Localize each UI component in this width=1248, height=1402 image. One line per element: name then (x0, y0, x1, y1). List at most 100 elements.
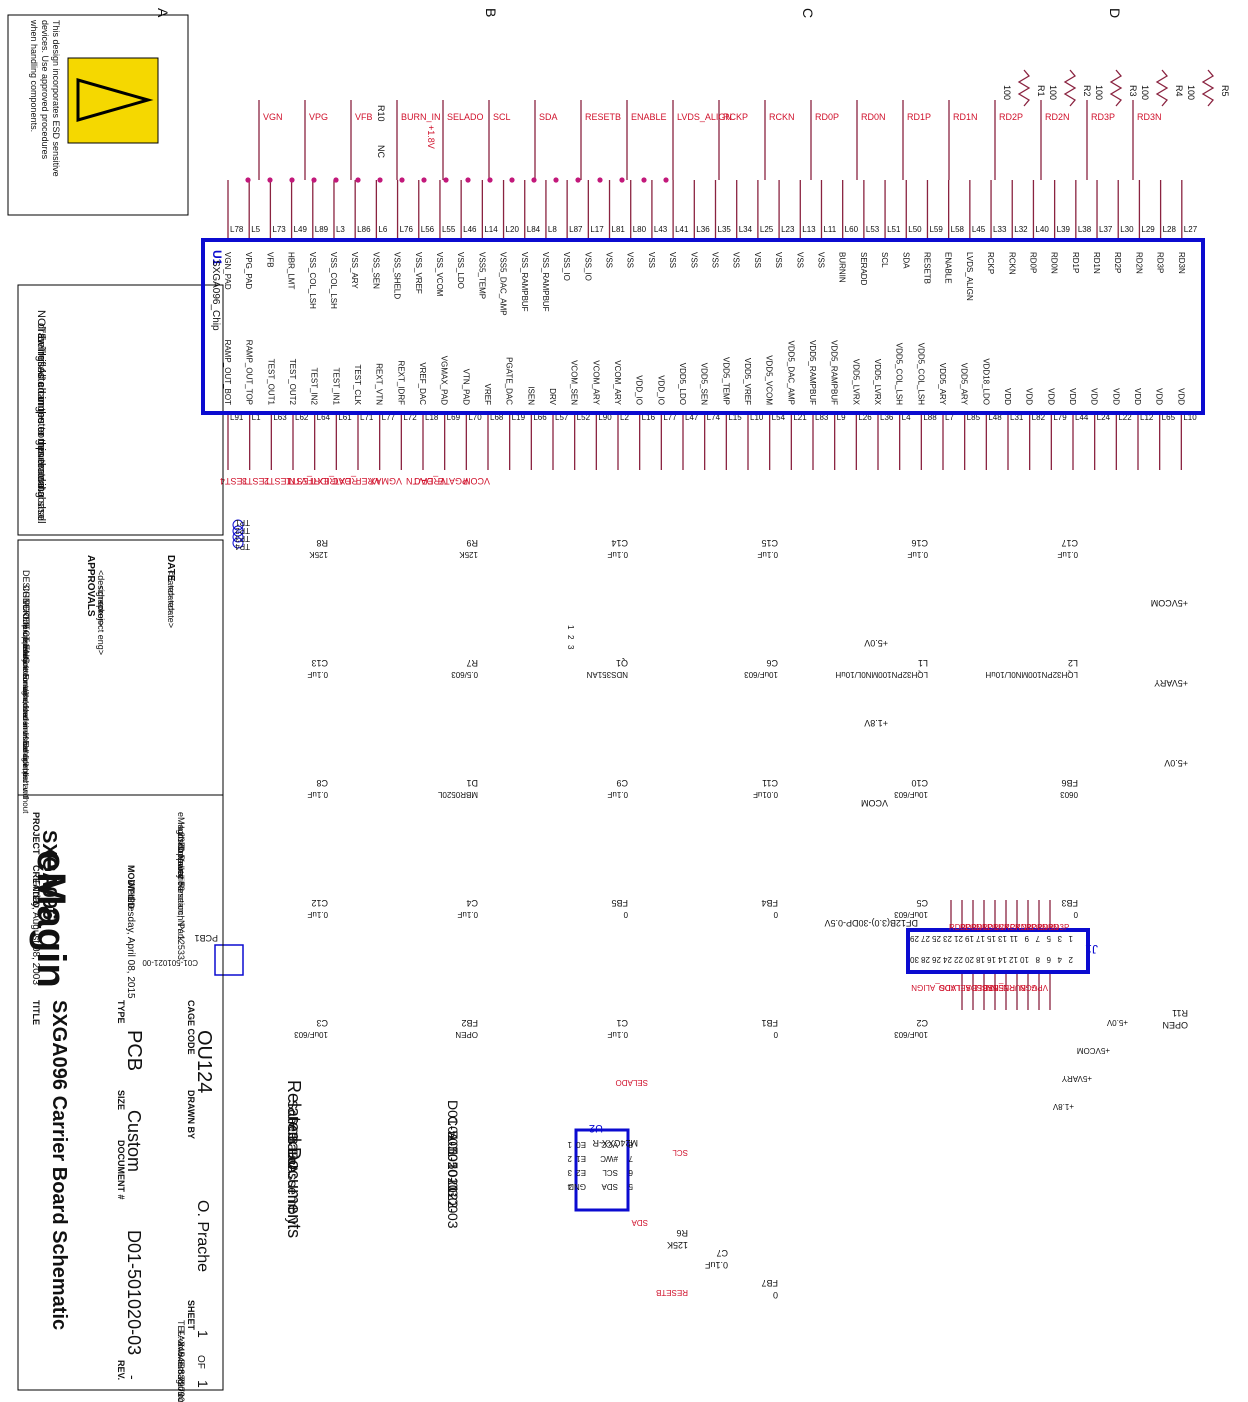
u1-top-pin-num: L81 (612, 225, 626, 234)
j1-even-pin: 12 (1009, 955, 1018, 964)
u2-right-pin: SDA (601, 1182, 618, 1191)
u1-bottom-pin-num: L64 (317, 413, 331, 422)
u1-bottom-pin-num: L48 (988, 413, 1002, 422)
u1-bottom-pin-num: L57 (555, 413, 569, 422)
u1-bottom-pin-num: L82 (1032, 413, 1046, 422)
u1-top-pin-num: L89 (315, 225, 329, 234)
approval-date-3: <date> (166, 600, 176, 628)
u1-top-pin-name: VSS_RAMPBUF (541, 252, 550, 312)
u1-top-pin-name: BURNIN (838, 252, 847, 283)
j1-even-pin: 2 (1068, 955, 1073, 964)
j1-right-net: RESETB (983, 983, 1015, 992)
u1-bottom-pin-name: VDD5_RAMPBUF (830, 340, 839, 405)
approvals-date-header: DATE (165, 555, 176, 582)
u1-top-pin-name: VSS5_DAC_AMP (499, 252, 508, 316)
modified-value: Wednesday, April 08, 2015 (125, 880, 136, 999)
junction-dot (465, 177, 471, 183)
contact-2: FAX: 845.838.7901 (176, 1330, 186, 1402)
u1-bottom-pin-num: L47 (685, 413, 699, 422)
u1-bottom-pin-name: VDD5_TEMP (721, 357, 730, 405)
bottom-net-label: TEST4 (220, 476, 248, 486)
bottom-net-label: VGMAX (369, 476, 402, 486)
u1-top-pin-name: VPG_PAD (244, 252, 253, 289)
part-value: 0.1uF (607, 790, 628, 799)
u1-bottom-pin-num: L70 (468, 413, 482, 422)
u1-top-pin-num: L51 (887, 225, 901, 234)
part-ref: C11 (762, 778, 778, 788)
j1-even-pin: 8 (1035, 955, 1040, 964)
parts-layer (214, 69, 1215, 1212)
junction-dot (333, 177, 339, 183)
u1-bottom-pin-num: L91 (230, 413, 244, 422)
u1-top-pin-name: SDA (901, 252, 910, 269)
u1-top-pin-name: VSS (711, 252, 720, 268)
esd-warning-icon (67, 57, 159, 144)
esd-note-2: devices. Use approved procedures (40, 20, 50, 160)
resistor-zigzag (1201, 69, 1215, 107)
u2-left-pin: GND (568, 1182, 586, 1191)
junction-dot (641, 177, 647, 183)
u1-top-pin-name: VSS_SEN (371, 252, 380, 289)
u1-bottom-pin-name: PGATE_DAC (505, 357, 514, 405)
rail-label: +5.0V (864, 638, 888, 648)
resistor-value: 100 (1094, 85, 1104, 100)
u2-left-pin: E2 (576, 1168, 586, 1177)
top-net-label: RD0P (815, 112, 839, 122)
bottom-net-label: TEST1 (286, 476, 314, 486)
approval-role-2: CHECKER (21, 585, 31, 630)
type-label: TYPE (116, 1000, 126, 1024)
top-net-label: RD2N (1045, 112, 1070, 122)
top-net-label: VFB (355, 112, 373, 122)
part-value: 0 (623, 910, 628, 919)
esd-note-1: This design incorporates ESD sensitive (51, 20, 61, 177)
u1-bottom-pin-name: VDD5_LDO (678, 363, 687, 405)
u1-top-pin-name: RD0N (1050, 252, 1059, 274)
u1-top-pin-name: RD2N (1134, 252, 1143, 274)
u2-right-pin: VCC (601, 1140, 618, 1149)
u1-top-pin-name: VSS (626, 252, 635, 268)
u1-bottom-pin-num: L66 (533, 413, 547, 422)
u1-bottom-pin-name: VDD5_DAC_AMP (786, 341, 795, 405)
top-net-label: SDA (539, 112, 558, 122)
bottom-net-label: PGATE_DAC (414, 476, 468, 486)
junction-dot (443, 177, 449, 183)
doc-value: D01-501020-03 (124, 1230, 144, 1355)
j1-even-pin: 20 (965, 955, 974, 964)
u2-left-pin-num: 2 (567, 1154, 572, 1163)
u1-bottom-pin-name: VDD (1111, 388, 1120, 405)
u1-top-pin-num: L84 (527, 225, 541, 234)
size-label: SIZE (116, 1090, 126, 1110)
u1-bottom-pin-num: L1 (252, 413, 261, 422)
part-ref: C12 (311, 898, 328, 908)
approval-date-1: <date> (166, 570, 176, 598)
u1-top-pin-name: LVDS_ALIGN (965, 252, 974, 301)
rail-label: +1.8V (864, 718, 888, 728)
junction-dot (355, 177, 361, 183)
u1-bottom-pin-name: RAMP_OUT_BOT (223, 340, 232, 405)
part-value: 0.1uF (1057, 550, 1078, 559)
u1-top-pin-num: L86 (357, 225, 371, 234)
j1-odd-pin: 19 (965, 934, 974, 943)
approval-date-2: <date> (166, 585, 176, 613)
u1-top-pin-num: L30 (1120, 225, 1134, 234)
test-point-icon (232, 537, 244, 549)
resistor-value: 100 (1140, 85, 1150, 100)
u1-bottom-pin-num: L19 (512, 413, 526, 422)
u1-top-pin-num: L73 (272, 225, 286, 234)
j1-even-pin: 10 (1020, 955, 1029, 964)
related-value-1: D01-501020-03 (445, 1100, 461, 1198)
bottom-net-label: TEST2 (264, 476, 292, 486)
part-ref: L1 (918, 658, 928, 668)
j1-left-net: RD0P (949, 923, 970, 932)
u2-left-pin: E0 (576, 1140, 586, 1149)
u1-top-pin-num: L80 (633, 225, 647, 234)
u2-name: M24CXX-R (592, 1138, 638, 1148)
related-label-1: Schematic: (285, 1100, 301, 1169)
u2-right-pin-num: 7 (628, 1154, 633, 1163)
resistor-ref: R4 (1174, 85, 1184, 97)
q1-pin-num: 3 (566, 645, 575, 650)
u1-top-pin-num: L17 (590, 225, 604, 234)
j1-left-net: RD3N (1037, 923, 1059, 932)
r10-rail: +1.8V (426, 125, 436, 149)
u1-bottom-pin-name: VDD (1025, 388, 1034, 405)
